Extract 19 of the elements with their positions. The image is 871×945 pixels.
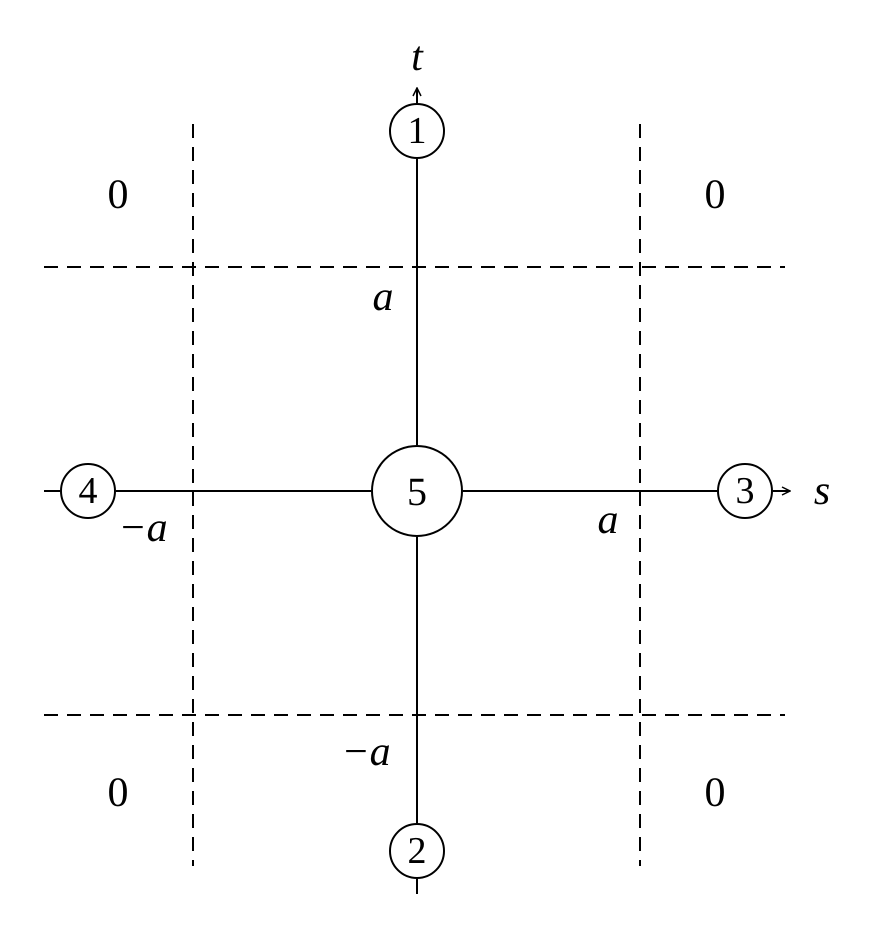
- region-value-label: 0: [108, 174, 128, 216]
- region-value-label: 0: [108, 772, 128, 814]
- circle-node: 1: [389, 103, 445, 159]
- axis-value-label: −a: [118, 507, 168, 549]
- connector-line: [416, 537, 418, 823]
- axis-value-label: s: [814, 470, 830, 512]
- region-value-label: 0: [704, 174, 726, 216]
- axis-value-label: a: [372, 276, 394, 318]
- circle-node: 5: [371, 445, 463, 537]
- axis-value-label: −a: [341, 731, 391, 773]
- connector-line: [463, 490, 717, 492]
- circle-node: 3: [717, 463, 773, 519]
- connector-line: [416, 159, 418, 445]
- connector-line: [116, 490, 371, 492]
- axis-value-label: t: [411, 36, 423, 78]
- circle-node: 2: [389, 823, 445, 879]
- circle-node: 4: [60, 463, 116, 519]
- axis-value-label: a: [598, 499, 618, 541]
- region-value-label: 0: [704, 772, 726, 814]
